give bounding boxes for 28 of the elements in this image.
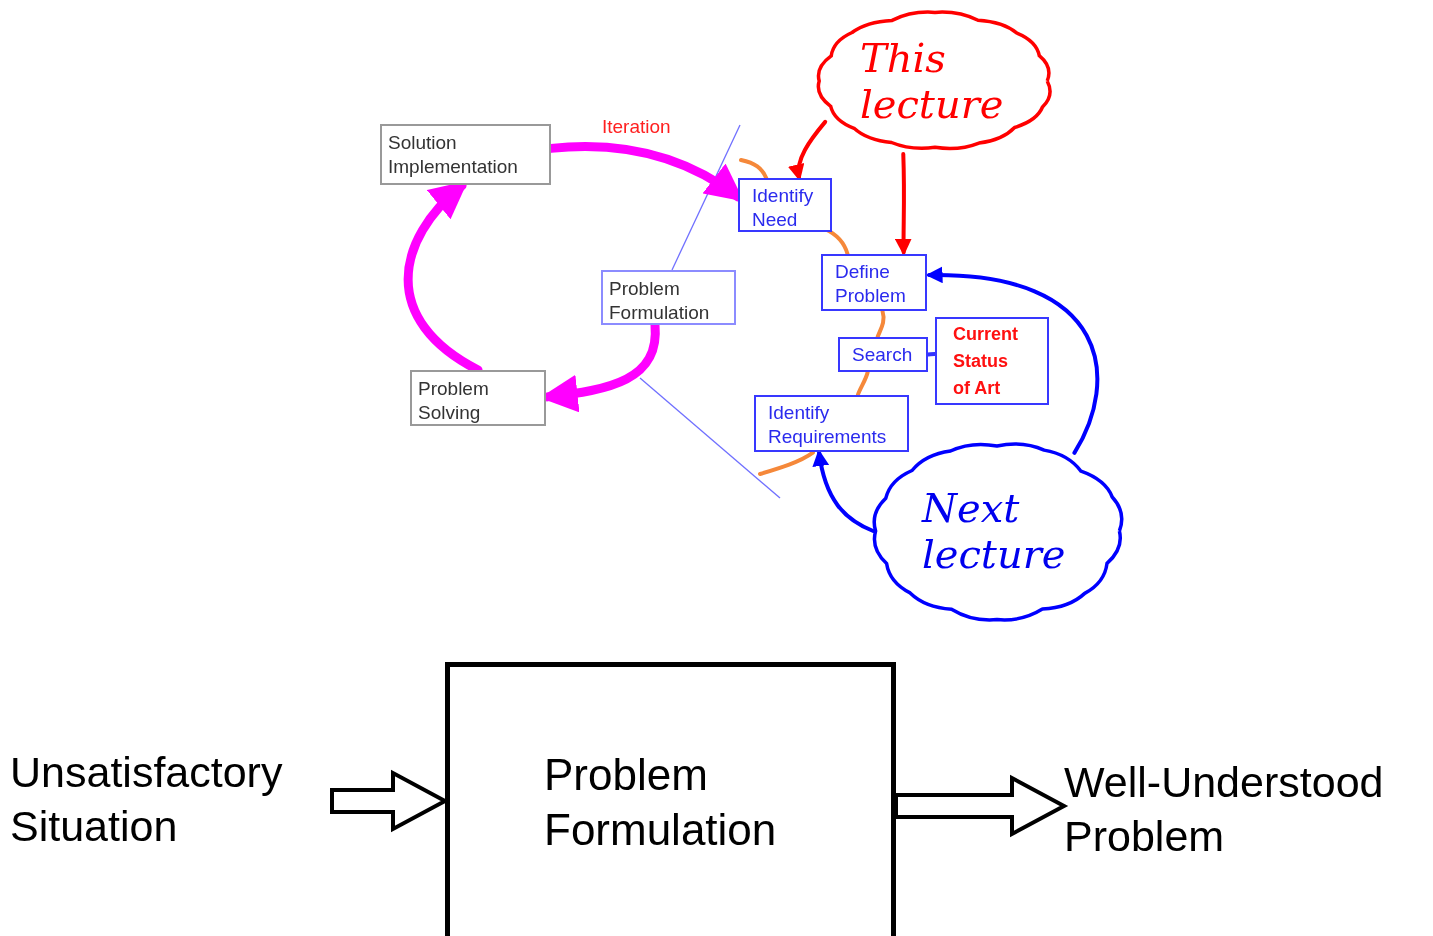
step-box [821, 254, 927, 311]
box-label: Current Status of Art [953, 323, 1019, 400]
box-label: Problem Solving [418, 377, 490, 425]
handwritten-label: Next lecture [920, 485, 1067, 577]
step-box [838, 337, 928, 372]
step-box [754, 395, 909, 452]
process-box [410, 370, 546, 426]
process-box [601, 270, 736, 325]
note-box [935, 317, 1049, 405]
connector-line [758, 450, 815, 476]
handwritten-label: This lecture [859, 35, 1005, 127]
connector-line [855, 370, 870, 397]
box-label: Define Problem [835, 260, 907, 308]
connector-line [875, 309, 886, 339]
box-label: Identify Need [752, 184, 815, 232]
box-label: Identify Requirements [768, 401, 888, 449]
process-box [380, 124, 551, 185]
box-label: Solution Implementation [388, 131, 519, 179]
step-box [738, 178, 832, 232]
node-label: Well-Understood Problem [1064, 757, 1385, 862]
block-arrow [894, 774, 1069, 838]
node-label: Unsatisfactory Situation [10, 747, 284, 852]
box-label: Search [852, 343, 914, 367]
box-label: Problem Formulation [609, 277, 711, 325]
connector-line [739, 158, 769, 180]
box-label: Problem Formulation [544, 749, 778, 856]
process-box [445, 662, 896, 936]
arrow [895, 152, 912, 256]
